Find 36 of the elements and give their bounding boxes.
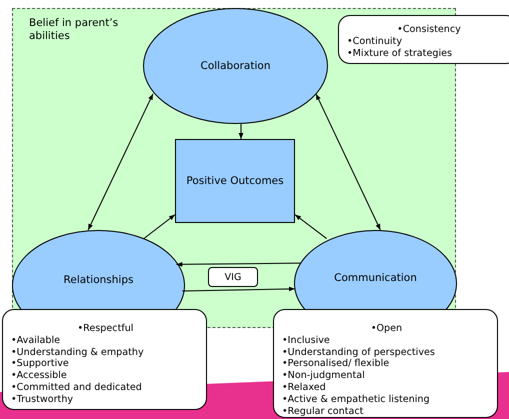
bullet-item: •Regular contact — [282, 406, 364, 418]
arrow — [142, 214, 176, 240]
bullet-item: •Consistency — [396, 24, 462, 36]
bullet-item: •Understanding & empathy — [11, 346, 145, 358]
bullet-item: •Active & empathetic listening — [282, 394, 431, 406]
bullet-item: •Accessible — [11, 370, 68, 382]
node-label: Relationships — [62, 274, 134, 287]
arrow — [176, 262, 302, 267]
arrow — [238, 124, 244, 140]
bullet-item: •Understanding of perspectives — [282, 346, 436, 358]
note-box — [273, 309, 498, 418]
bullet-item: •Committed and dedicated — [11, 382, 143, 394]
bullet-item: •Respectful — [76, 323, 134, 335]
node-label: VIG — [224, 270, 242, 284]
bullet-item: •Personalised/ flexible — [282, 358, 390, 370]
arrow — [88, 93, 154, 230]
bullet-item: •Inclusive — [282, 334, 331, 347]
arrow — [315, 93, 381, 230]
note-box — [2, 309, 207, 410]
node-label: Collaboration — [200, 60, 270, 72]
bullet-item: •Available — [11, 334, 62, 347]
bullet-item: •Continuity — [347, 36, 404, 48]
node-label: Positive Outcomes — [186, 174, 284, 188]
bullet-item: •Mixture of strategies — [347, 48, 454, 60]
bullet-item: •Supportive — [11, 358, 70, 370]
bullet-item: •Trustworthy — [11, 394, 74, 406]
label-box — [208, 267, 258, 287]
bullet-item: •Open — [370, 323, 404, 335]
bullet-item: •Relaxed — [282, 382, 327, 394]
arrow — [294, 214, 328, 240]
bullet-item: •Non-judgmental — [282, 370, 366, 382]
process-box — [175, 139, 295, 223]
region-title: Belief in parent’s abilities — [29, 17, 120, 43]
arrow — [182, 286, 296, 292]
node-label: Communication — [333, 272, 418, 285]
note-box — [338, 15, 509, 64]
